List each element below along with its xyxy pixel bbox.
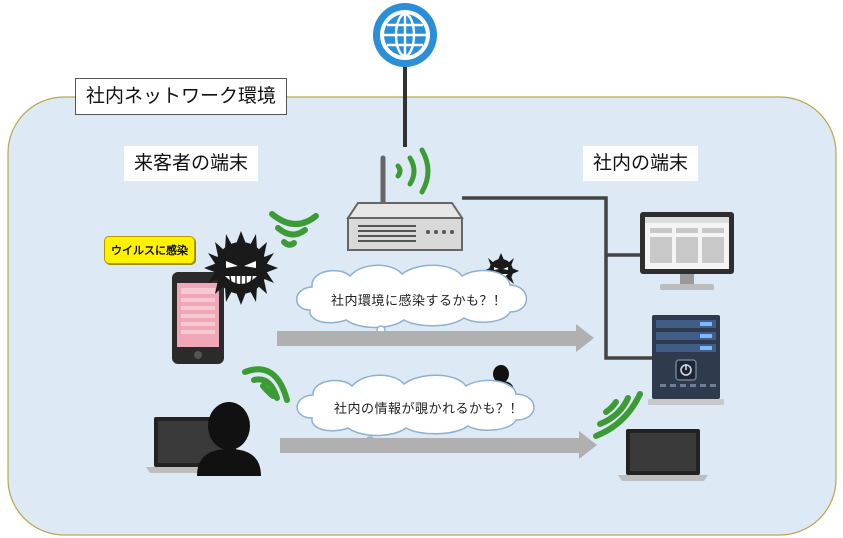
wired-connection <box>462 196 652 360</box>
router-icon <box>346 155 464 251</box>
infection-warning-text: 社内環境に感染するかも？！ <box>331 294 507 309</box>
arrow-icon <box>277 324 594 352</box>
wifi-icon <box>269 211 319 248</box>
visitor-devices-label: 来客者の端末 <box>124 146 259 181</box>
network-environment-title: 社内ネットワーク環境 <box>75 78 288 115</box>
monitor-icon <box>640 212 734 290</box>
smartphone-icon <box>172 272 224 364</box>
server-icon <box>648 315 724 405</box>
wifi-icon <box>593 391 643 439</box>
laptop-icon <box>618 429 708 481</box>
company-devices-label: 社内の端末 <box>583 146 699 181</box>
virus-icon <box>204 231 278 305</box>
virus-infection-tag: ウイルスに感染 <box>104 236 195 264</box>
wifi-icon <box>395 147 431 195</box>
arrow-icon <box>280 431 597 459</box>
wifi-icon <box>242 366 290 403</box>
peeking-warning-text: 社内の情報が覗かれるかも？！ <box>334 402 524 417</box>
person-icon <box>197 402 261 476</box>
globe-icon <box>373 3 437 147</box>
